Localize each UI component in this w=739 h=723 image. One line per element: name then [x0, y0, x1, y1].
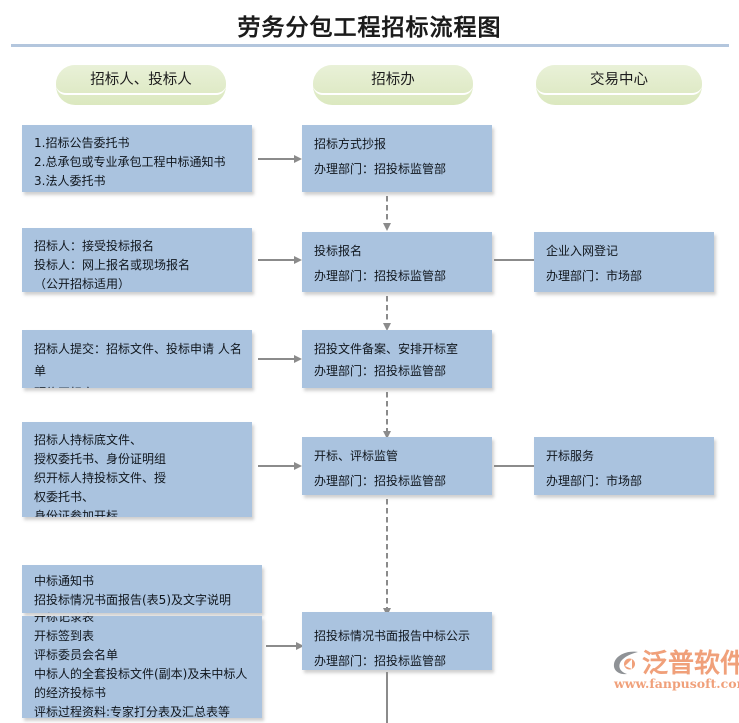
page-title: 劳务分包工程招标流程图	[237, 14, 502, 41]
node-mid-4[interactable]: 开标、评标监管 办理部门：招投标监管部	[302, 437, 492, 495]
node-mid-1-text: 招标方式抄报 办理部门：招投标监管部	[314, 137, 447, 176]
arrow-mid4-to-mid5	[382, 499, 392, 617]
node-right-2[interactable]: 企业入网登记 办理部门：市场部	[534, 232, 714, 292]
node-left-4-text: 招标人持标底文件、 授权委托书、身份证明组 织开标人持投标文件、授 权委托书、 …	[34, 433, 167, 517]
pill-face	[313, 65, 473, 95]
pill-face	[536, 65, 702, 95]
lane-header-center: 交易中心	[536, 65, 702, 105]
node-left-1-text: 1.招标公告委托书 2.总承包或专业承包工程中标通知书 3.法人委托书	[34, 136, 226, 188]
node-left-2[interactable]: 招标人：接受投标报名 投标人：网上报名或现场报名 （公开招标适用）	[22, 228, 252, 292]
arrow-mid2-to-mid3	[382, 296, 392, 332]
lane-label-office: 招标办	[371, 72, 415, 88]
lane-header-office: 招标办	[313, 65, 473, 105]
arrow-mid5-continue	[382, 672, 392, 723]
node-mid-5[interactable]: 招投标情况书面报告中标公示 办理部门：招投标监管部	[302, 612, 492, 670]
node-mid-2[interactable]: 投标报名 办理部门：招投标监管部	[302, 232, 492, 292]
fanpusoft-logo-text: 泛普软件	[642, 649, 739, 679]
node-mid-3[interactable]: 招投文件备案、安排开标室 办理部门：招投标监管部	[302, 330, 492, 388]
arrow-mid3-to-mid4	[382, 392, 392, 440]
node-left-5-lower-text: 开标记录表 开标签到表 评标委员会名单 中标人的全套投标文件(副本)及未中标人 …	[34, 616, 248, 718]
node-left-3[interactable]: 招标人提交：招标文件、投标申请 人名单 预约开标室	[22, 330, 252, 388]
lane-label-center: 交易中心	[590, 72, 648, 88]
node-left-5-lower[interactable]: 开标记录表 开标签到表 评标委员会名单 中标人的全套投标文件(副本)及未中标人 …	[22, 616, 262, 718]
arrow-left1-to-mid1	[258, 154, 302, 164]
node-left-1[interactable]: 1.招标公告委托书 2.总承包或专业承包工程中标通知书 3.法人委托书	[22, 125, 252, 192]
pill-face	[56, 65, 226, 95]
arrow-left2-to-mid2	[258, 255, 302, 265]
arrow-left5-to-mid5	[266, 641, 304, 651]
arrow-left3-to-mid3	[258, 354, 302, 364]
fanpusoft-watermark: 泛普软件 www.fanpusoft.com	[612, 643, 739, 699]
title-divider	[11, 44, 729, 47]
node-right-2-text: 企业入网登记 办理部门：市场部	[546, 244, 643, 283]
fanpusoft-logo-icon	[613, 651, 638, 675]
node-right-4[interactable]: 开标服务 办理部门：市场部	[534, 437, 714, 495]
node-mid-1[interactable]: 招标方式抄报 办理部门：招投标监管部	[302, 125, 492, 192]
node-mid-3-text: 招投文件备案、安排开标室 办理部门：招投标监管部	[314, 342, 459, 378]
node-left-2-text: 招标人：接受投标报名 投标人：网上报名或现场报名 （公开招标适用）	[34, 239, 191, 291]
lane-label-bidder: 招标人、投标人	[90, 72, 192, 88]
lane-header-bidder: 招标人、投标人	[56, 65, 226, 105]
fanpusoft-logo-url: www.fanpusoft.com	[614, 676, 739, 691]
arrow-mid1-to-mid2	[382, 196, 392, 232]
node-left-3-text: 招标人提交：招标文件、投标申请 人名单 预约开标室	[34, 342, 242, 388]
node-left-5-upper[interactable]: 中标通知书 招投标情况书面报告(表5)及文字说明 开标记录表	[22, 565, 262, 613]
node-left-4[interactable]: 招标人持标底文件、 授权委托书、身份证明组 织开标人持投标文件、授 权委托书、 …	[22, 422, 252, 517]
node-right-4-text: 开标服务 办理部门：市场部	[546, 449, 643, 488]
node-mid-5-text: 招投标情况书面报告中标公示 办理部门：招投标监管部	[314, 629, 471, 668]
node-mid-2-text: 投标报名 办理部门：招投标监管部	[314, 244, 447, 283]
node-left-5-upper-text: 中标通知书 招投标情况书面报告(表5)及文字说明 开标记录表	[34, 574, 231, 613]
arrow-left4-to-mid4	[258, 461, 302, 471]
node-mid-4-text: 开标、评标监管 办理部门：招投标监管部	[314, 449, 447, 488]
